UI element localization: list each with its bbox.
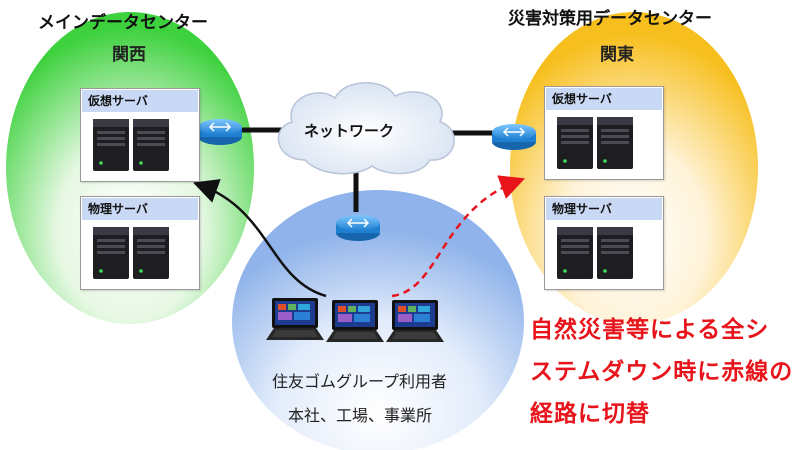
backup-physical-server-panel: 物理サーバ xyxy=(544,196,664,290)
main-virtual-server-label: 仮想サーバ xyxy=(82,90,198,112)
server-tower-icon xyxy=(557,117,633,169)
server-tower-icon xyxy=(93,119,169,171)
cloud-icon xyxy=(277,82,455,175)
router-icon-backup xyxy=(492,124,536,150)
failover-notice-line2: ステムダウン時に赤線の xyxy=(530,359,794,385)
failover-notice-line1: 自然災害等による全シ xyxy=(530,317,770,343)
backup-virtual-server-panel: 仮想サーバ xyxy=(544,86,664,180)
server-tower-icon xyxy=(93,227,169,279)
router-icon-users xyxy=(336,215,380,241)
backup-physical-server-label: 物理サーバ xyxy=(546,198,662,220)
main-physical-server-panel: 物理サーバ xyxy=(80,196,200,290)
main-datacenter-title: メインデータセンター xyxy=(38,13,208,33)
main-datacenter-region: 関西 xyxy=(112,45,146,65)
server-tower-icon xyxy=(557,227,633,279)
main-virtual-server-panel: 仮想サーバ xyxy=(80,88,200,182)
failover-route-arrow xyxy=(391,175,526,298)
backup-datacenter-region: 関東 xyxy=(600,45,634,65)
backup-virtual-server-label: 仮想サーバ xyxy=(546,88,662,110)
laptop-icon-2 xyxy=(326,300,384,342)
user-locations-label: 本社、工場、事業所 xyxy=(288,406,433,425)
main-physical-server-label: 物理サーバ xyxy=(82,198,198,220)
laptop-icon-3 xyxy=(386,300,444,342)
laptop-icon-1 xyxy=(266,298,324,340)
user-group-label: 住友ゴムグループ利用者 xyxy=(272,372,448,391)
failover-notice-line3: 経路に切替 xyxy=(530,401,650,427)
network-label: ネットワーク xyxy=(304,122,395,140)
router-icon-main xyxy=(198,119,242,145)
normal-route-arrow xyxy=(192,179,327,298)
backup-datacenter-title: 災害対策用データセンター xyxy=(508,9,712,29)
